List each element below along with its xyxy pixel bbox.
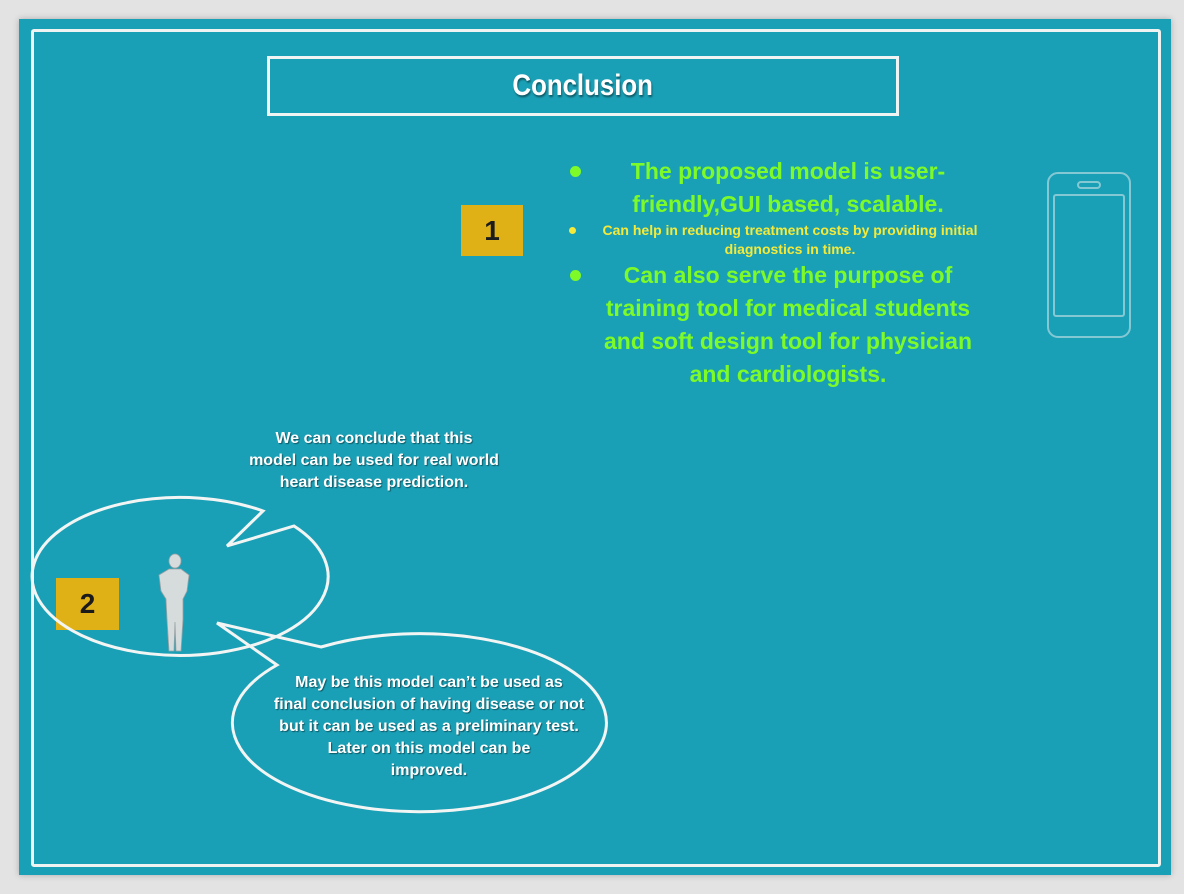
bubble-bottom-line-2: final conclusion of having disease or no… xyxy=(273,696,585,713)
bullet-text: Can help in reducing treatment costs by … xyxy=(602,222,978,257)
bullet-item-1: The proposed model is user-friendly,GUI … xyxy=(564,155,1004,221)
bubble-bottom-text: May be this model can’t be used as final… xyxy=(254,672,604,782)
chalk-frame xyxy=(31,29,1161,867)
bullet-item-3: Can also serve the purpose of training t… xyxy=(564,259,1004,391)
badge-1: 1 xyxy=(461,205,523,256)
bullet-list: The proposed model is user-friendly,GUI … xyxy=(564,155,1004,391)
bubble-bottom-line-3: but it can be used as a preliminary test… xyxy=(279,718,579,735)
slide-title: Conclusion xyxy=(512,69,654,102)
bubble-bottom-line-1: May be this model can’t be used as xyxy=(295,674,563,691)
bubble-top-text: We can conclude that this model can be u… xyxy=(224,428,524,494)
badge-2: 2 xyxy=(56,578,119,630)
bubble-bottom-line-4: Later on this model can be xyxy=(327,740,531,757)
bullet-text: The proposed model is user-friendly,GUI … xyxy=(630,158,946,217)
bullet-dot xyxy=(570,270,581,281)
slide: Conclusion The proposed model is user-fr… xyxy=(19,19,1171,875)
bullet-dot xyxy=(569,227,576,234)
bullet-item-2: Can help in reducing treatment costs by … xyxy=(564,221,1004,259)
bubble-top-line-2: model can be used for real world xyxy=(249,452,499,469)
title-box: Conclusion xyxy=(267,56,899,116)
bubble-bottom-line-5: improved. xyxy=(390,762,468,779)
bubble-top-line-1: We can conclude that this xyxy=(275,430,473,447)
bullet-text: Can also serve the purpose of training t… xyxy=(603,262,973,387)
bullet-dot xyxy=(570,166,581,177)
bubble-top-line-3: heart disease prediction. xyxy=(279,474,469,491)
